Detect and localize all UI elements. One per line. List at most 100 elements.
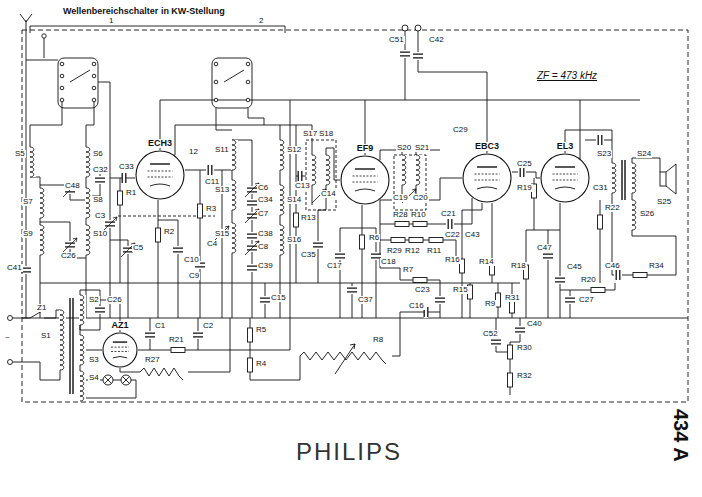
speaker-symbol <box>666 164 676 194</box>
part-label: C1 <box>154 322 166 330</box>
resistor-symbol <box>598 215 603 229</box>
part-label: S20 <box>396 144 412 152</box>
ac-symbol: ~ <box>4 334 11 342</box>
wave-switch <box>212 58 252 108</box>
coil-symbol <box>85 147 92 177</box>
part-label: R20 <box>580 276 597 284</box>
part-label: C15 <box>270 294 287 302</box>
anode-plate <box>150 163 170 164</box>
capacitor-symbol <box>312 243 324 247</box>
tube-envelope <box>136 151 184 199</box>
coil-symbol <box>39 188 46 218</box>
capacitor-symbol <box>122 172 126 184</box>
part-label: S23 <box>596 150 612 158</box>
part-label: R34 <box>648 262 665 270</box>
part-label: R3 <box>205 205 217 213</box>
part-label: C45 <box>566 263 583 271</box>
detector-wiring <box>380 198 498 318</box>
part-label: C37 <box>357 296 374 304</box>
coil-symbol <box>631 163 638 193</box>
capacitor-symbol <box>346 288 358 292</box>
cathode <box>555 187 575 189</box>
part-label: C51 <box>388 36 405 44</box>
tube-envelope <box>463 154 511 202</box>
coil-symbol <box>231 140 238 170</box>
speaker-symbol <box>660 172 666 186</box>
tube-node: EBC3 <box>462 153 512 203</box>
grid-electrode <box>353 176 378 182</box>
part-label: S10 <box>92 230 108 238</box>
capacitor-symbol <box>298 170 302 182</box>
part-label: S16 <box>286 236 302 244</box>
coil-symbol <box>85 188 92 218</box>
model-number: 434 A <box>669 408 692 463</box>
part-label: C25 <box>516 160 533 168</box>
part-label: C40 <box>526 320 543 328</box>
part-label: C6 <box>257 184 269 192</box>
capacitor-symbol <box>208 164 212 176</box>
tube-outline <box>135 150 185 200</box>
if-can <box>306 140 336 210</box>
terminal <box>8 316 13 321</box>
coil-symbol <box>401 155 408 185</box>
part-label: C5 <box>132 244 144 252</box>
coil-symbol <box>59 310 66 340</box>
capacitor-symbol <box>334 254 346 258</box>
coil-symbol <box>231 223 238 253</box>
tube-outline <box>102 332 138 368</box>
terminal <box>42 34 46 38</box>
part-label: C20 <box>412 194 429 202</box>
grid-electrode <box>111 347 129 351</box>
coil-symbol <box>279 140 286 170</box>
part-label: C17 <box>326 262 343 270</box>
part-label: C42 <box>428 36 445 44</box>
part-label: C31 <box>592 184 609 192</box>
capacitor-symbol <box>616 269 620 281</box>
part-label: S13 <box>214 186 230 194</box>
part-label: C35 <box>300 251 317 259</box>
coil-symbol <box>311 155 318 185</box>
resistor-symbol <box>391 238 405 243</box>
part-label: C43 <box>464 231 481 239</box>
coil-symbol <box>39 225 46 255</box>
tube-envelope <box>341 156 389 204</box>
if-wiring <box>160 31 640 318</box>
part-label: C41 <box>6 264 23 272</box>
part-label: S6 <box>92 150 104 158</box>
part-label: Z1 <box>36 304 47 312</box>
resistor-symbol <box>118 191 123 205</box>
capacitor-symbol <box>542 254 554 258</box>
part-label: C18 <box>380 258 397 266</box>
tube-outline <box>462 153 512 203</box>
part-label: C10 <box>183 256 200 264</box>
part-label: R5 <box>255 326 267 334</box>
tube-type: EF9 <box>356 144 375 153</box>
lamp-symbol <box>105 377 130 384</box>
part-label: R32 <box>516 372 533 380</box>
part-label: R15 <box>452 286 469 294</box>
part-label: C4 <box>206 240 218 248</box>
tube-type: AZ1 <box>110 321 129 330</box>
part-label: C2 <box>202 322 214 330</box>
coil-symbol <box>79 335 86 365</box>
switch-contact <box>60 74 64 78</box>
coil-symbol <box>85 225 92 255</box>
capacitor-symbol <box>94 308 106 312</box>
part-label: S5 <box>14 150 26 158</box>
part-label: S25 <box>656 198 672 206</box>
switch-contact <box>214 80 218 84</box>
capacitor-symbol <box>554 278 566 282</box>
switch-contact <box>214 62 218 66</box>
trimmer-arrow <box>63 238 77 252</box>
coil-symbol <box>79 295 86 325</box>
resistor-symbol <box>413 222 427 227</box>
coil-symbol <box>279 225 286 255</box>
resistor-symbol <box>395 222 409 227</box>
capacitor-symbol <box>448 218 452 230</box>
tube-node: EL3 <box>540 153 590 203</box>
part-label: S18 <box>318 130 334 138</box>
lamp-symbol <box>121 375 131 385</box>
part-label: 2 <box>258 17 264 25</box>
capacitor-symbol <box>490 340 502 344</box>
switch-contact <box>246 98 250 102</box>
